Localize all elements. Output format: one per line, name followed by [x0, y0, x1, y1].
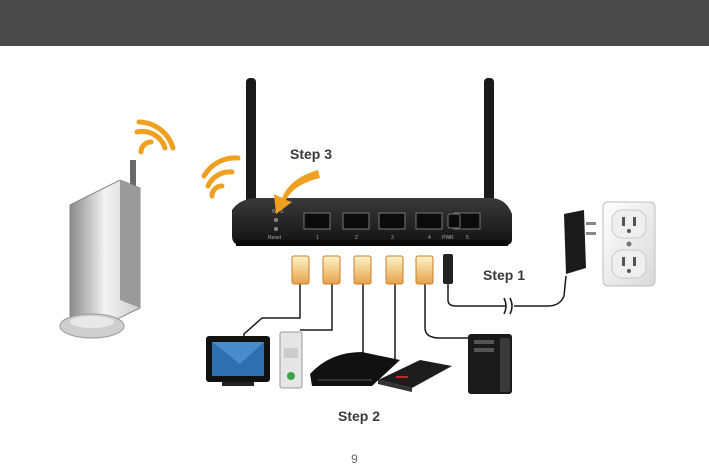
step2-label: Step 2: [338, 408, 380, 424]
wifi-signal-router-icon: [204, 158, 238, 196]
desktop-pc-icon: [468, 334, 512, 394]
wifi-signal-icon: [137, 122, 173, 152]
power-label: PWR: [442, 235, 454, 241]
router-icon: WPS Reset 1 2 3 4 5 PWR: [232, 78, 512, 246]
reset-label: Reset: [268, 235, 282, 241]
port-label-4: 4: [428, 235, 431, 241]
port-label-3: 3: [391, 235, 394, 241]
step1-label: Step 1: [483, 267, 525, 283]
ethernet-plugs: [292, 256, 433, 284]
power-plug-icon: [443, 254, 453, 284]
step3-label: Step 3: [290, 146, 332, 162]
port-label-1: 1: [316, 235, 319, 241]
wall-outlet-icon: [603, 202, 655, 286]
tv-icon: [206, 336, 270, 386]
port-label-5: 5: [466, 235, 469, 241]
page-number: 9: [0, 452, 709, 466]
power-adapter-icon: [564, 210, 596, 274]
game-console-icon: [280, 332, 302, 388]
wireless-router-side-icon: [60, 160, 140, 338]
port-label-2: 2: [355, 235, 358, 241]
